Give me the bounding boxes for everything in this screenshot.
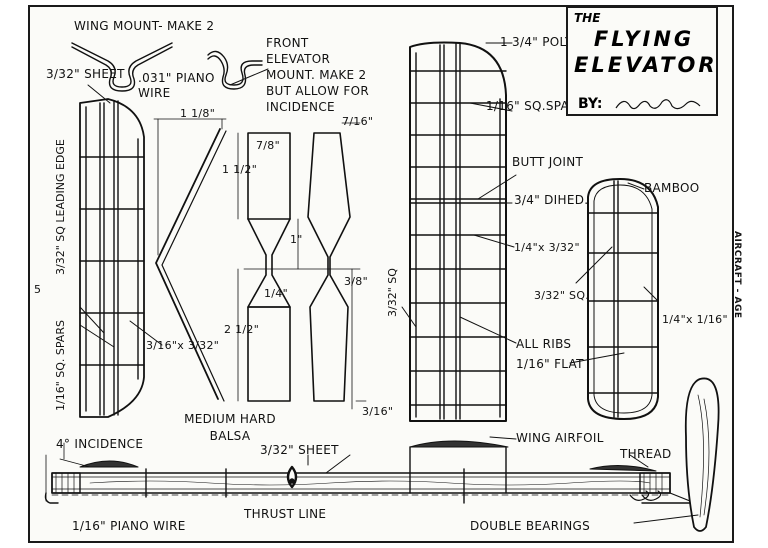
dihed-label: 3/4" DIHED.	[514, 193, 589, 207]
model-plan-drawing	[44, 41, 720, 532]
all-ribs-label: ALL RIBS	[516, 337, 572, 351]
wing-airfoil-label: WING AIRFOIL	[516, 431, 604, 445]
dim-1-4-label: 1/4"	[264, 287, 288, 300]
rib-1-4x3-32-label: 1/4"x 3/32"	[514, 241, 580, 254]
front-elevator-mount-wire	[207, 50, 263, 90]
tail-airfoil-section	[589, 464, 657, 472]
rib-1-4x1-16-label: 1/4"x 1/16"	[662, 313, 728, 326]
dim-3-8-label: 3/8"	[344, 275, 368, 288]
elevator-part-right	[307, 132, 351, 402]
dim-1-1-2-label: 1 1/2"	[222, 163, 258, 176]
sq-spar-1-16-label: 1/16" SQ.SPAR	[486, 99, 578, 113]
dim-7-16-label: 7/16"	[342, 115, 374, 128]
elevator-dimension-lines	[237, 122, 367, 410]
title-byline: BY:	[578, 96, 603, 112]
butt-joint-label: BUTT JOINT	[512, 155, 584, 169]
leader-lines	[79, 42, 699, 524]
wing-airfoil-section	[409, 440, 509, 448]
spar-3-16x3-32-label: 3/16"x 3/32"	[146, 339, 220, 352]
propeller-blade	[684, 377, 720, 532]
left-wing-panel	[79, 98, 145, 418]
teardrop-hole	[286, 465, 298, 489]
wing-mount-wire	[71, 42, 173, 92]
sq-spars-label: 1/16" SQ. SPARS	[54, 320, 67, 411]
sheet-3-32-b-label: 3/32" SHEET	[260, 443, 339, 457]
elevator-part-left	[247, 132, 291, 402]
title-name: FLYING ELEVATOR	[574, 27, 718, 77]
sheet-3-32-label: 3/32" SHEET	[46, 67, 125, 81]
piano-wire-031-label: .031" PIANO WIRE	[138, 71, 215, 100]
mount-leader-line	[229, 68, 269, 86]
piano-wire-1-16-label: 1/16" PIANO WIRE	[72, 519, 186, 533]
dim-1-1-8-label: 1 1/8"	[180, 107, 216, 120]
main-wing-panel	[409, 41, 507, 422]
thread-label: THREAD	[620, 447, 672, 461]
elevator-v-side-view	[153, 118, 227, 402]
publisher-label: AIRCRAFT - AGE	[732, 231, 742, 319]
dim-2-1-2-label: 2 1/2"	[224, 323, 260, 336]
title-block: THE FLYING ELEVATOR BY:	[566, 6, 718, 116]
front-elevator-side-section	[44, 454, 139, 504]
flat-1-16-label: 1/16" FLAT	[516, 357, 584, 371]
double-bearings-label: DOUBLE BEARINGS	[470, 519, 591, 533]
poly-label: 1 3/4" POLY.	[500, 35, 575, 49]
medium-hard-balsa-label: MEDIUM HARD BALSA	[184, 412, 276, 443]
side-mark-label: 5	[34, 283, 42, 296]
thrust-line-label: THRUST LINE	[244, 507, 327, 521]
bamboo-label: BAMBOO	[644, 181, 700, 195]
dim-3-16-label: 3/16"	[362, 405, 394, 418]
fuselage-stick	[51, 446, 671, 504]
incidence-label: 4° INCIDENCE	[56, 437, 144, 451]
title-prefix: THE	[574, 11, 601, 25]
wing-mount-label: WING MOUNT- MAKE 2	[74, 19, 215, 33]
dim-7-8-label: 7/8"	[256, 139, 280, 152]
incidence-angle-line	[59, 458, 91, 468]
dim-1-label: 1"	[290, 233, 303, 246]
sq-3-32-label: 3/32" SQ	[386, 268, 399, 317]
sq-3-32-b-label: 3/32" SQ.	[534, 289, 590, 302]
leading-edge-label: 3/32" SQ LEADING EDGE	[54, 139, 67, 275]
stabilizer-panel	[587, 178, 659, 420]
rear-block	[629, 472, 691, 504]
front-elevator-mount-label: FRONT ELEVATOR MOUNT. MAKE 2 BUT ALLOW F…	[266, 36, 370, 114]
signature-mark	[615, 99, 701, 110]
